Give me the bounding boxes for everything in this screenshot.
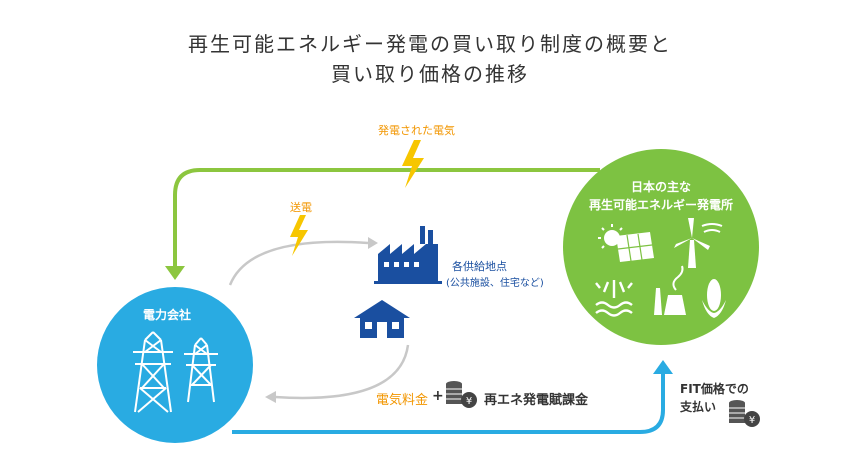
biomass-icon xyxy=(702,279,726,318)
power-company-label: 電力会社 xyxy=(143,308,192,322)
producers-label-line2: 再生可能エネルギー発電所 xyxy=(588,198,733,212)
transmission-arrow xyxy=(228,240,369,286)
solar-panel-icon xyxy=(598,224,654,262)
geothermal-icon xyxy=(595,280,633,317)
wind-turbine-icon xyxy=(674,218,723,268)
factory-icon xyxy=(374,226,442,284)
generated-power-arrow xyxy=(173,168,600,268)
fit-payment-label-line2: 支払い xyxy=(680,400,717,414)
page-title-line1: 再生可能エネルギー発電の買い取り制度の概要と xyxy=(188,32,672,56)
generated-power-label: 発電された電気 xyxy=(378,124,455,137)
pylon-icon xyxy=(184,337,218,403)
electricity-fee-label: 電気料金 xyxy=(376,393,429,408)
fee-payment-arrow xyxy=(274,344,410,400)
power-plant-icon xyxy=(654,265,686,315)
fit-payment-arrow xyxy=(232,372,665,434)
lightning-icon xyxy=(290,215,308,256)
house-icon xyxy=(354,300,410,338)
page-title-line2: 買い取り価格の推移 xyxy=(331,62,529,86)
supply-points-label: 各供給地点 xyxy=(452,260,507,273)
yen-symbol: ¥ xyxy=(749,415,755,426)
surcharge-label: 再エネ発電賦課金 xyxy=(484,393,589,408)
coin-stack-icon xyxy=(446,381,477,408)
generated-power-arrowhead xyxy=(165,266,185,280)
supply-points-sublabel: (公共施設、住宅など) xyxy=(446,278,544,289)
fit-payment-arrowhead xyxy=(653,360,673,374)
plus-sign: + xyxy=(432,388,444,404)
fit-payment-label-line1: FIT価格での xyxy=(680,382,749,396)
yen-symbol: ¥ xyxy=(466,396,472,407)
lightning-icon xyxy=(402,140,424,188)
coin-stack-icon xyxy=(729,400,760,427)
pylon-icon xyxy=(133,331,173,413)
transmission-label: 送電 xyxy=(290,201,312,214)
producers-label-line1: 日本の主な xyxy=(630,180,691,194)
